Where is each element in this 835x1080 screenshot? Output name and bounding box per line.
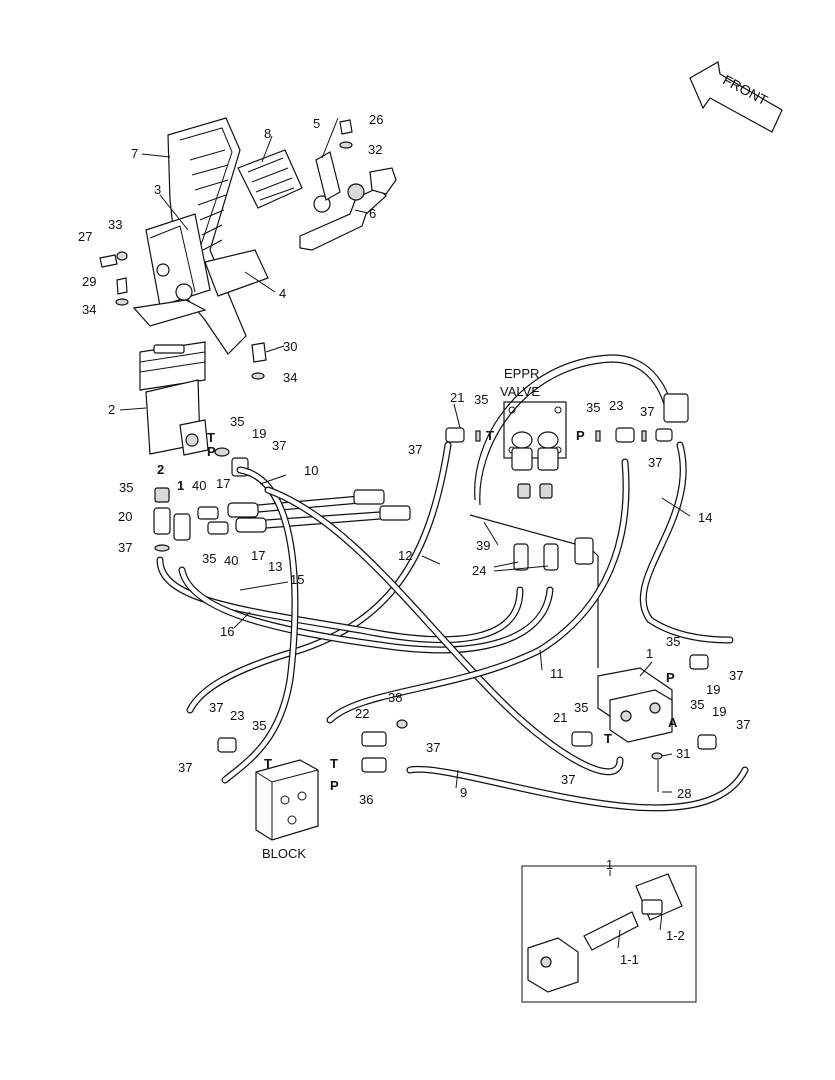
callout: 17 xyxy=(216,476,230,491)
callout: 38 xyxy=(388,690,402,705)
callout: 35 xyxy=(230,414,244,429)
port-letter: T xyxy=(207,430,215,445)
callout: 37 xyxy=(209,700,223,715)
callout: 20 xyxy=(118,509,132,524)
port-letter: 2 xyxy=(157,462,164,477)
callout: 40 xyxy=(192,478,206,493)
callout: 36 xyxy=(359,792,373,807)
callout: 35 xyxy=(586,400,600,415)
hydraulic-block xyxy=(255,759,319,841)
callout: 4 xyxy=(279,286,286,301)
port-letter: P xyxy=(576,428,585,443)
callout: 35 xyxy=(202,551,216,566)
callout: 35 xyxy=(119,480,133,495)
callout: 37 xyxy=(272,438,286,453)
port-letter: T xyxy=(486,428,494,443)
callout: 37 xyxy=(648,455,662,470)
callout: 1 xyxy=(606,857,613,872)
callout: 35 xyxy=(252,718,266,733)
port-letter: A xyxy=(668,715,678,730)
port-letter: P xyxy=(666,670,675,685)
callout: 11 xyxy=(550,666,564,681)
callout: 1 xyxy=(646,646,653,661)
callout: 37 xyxy=(640,404,654,419)
callout: 19 xyxy=(712,704,726,719)
port-letter: T xyxy=(264,756,272,771)
eppr-valve xyxy=(503,401,567,499)
callout: 32 xyxy=(368,142,382,157)
port-letter: T xyxy=(330,756,338,771)
callout: 16 xyxy=(220,624,234,639)
callout: 7 xyxy=(131,146,138,161)
detail-box xyxy=(521,865,697,1003)
callout: 40 xyxy=(224,553,238,568)
callout: 23 xyxy=(609,398,623,413)
callout: 35 xyxy=(690,697,704,712)
callout: 6 xyxy=(369,206,376,221)
callout: 35 xyxy=(666,634,680,649)
callout: 19 xyxy=(252,426,266,441)
top-fittings xyxy=(445,427,673,571)
brake-valve xyxy=(132,213,211,456)
callout: 24 xyxy=(472,563,486,578)
detail-solenoid-parts xyxy=(527,873,683,993)
callout: 23 xyxy=(230,708,244,723)
callout: 35 xyxy=(574,700,588,715)
callout: 5 xyxy=(313,116,320,131)
callout: 9 xyxy=(460,785,467,800)
bolt-parts-left xyxy=(99,251,267,380)
callout: 22 xyxy=(355,706,369,721)
callout: 27 xyxy=(78,229,92,244)
callout: 10 xyxy=(304,463,318,478)
callout: 29 xyxy=(82,274,96,289)
callout: 33 xyxy=(108,217,122,232)
port-letter: 1 xyxy=(177,478,184,493)
callout: 30 xyxy=(283,339,297,354)
callout: 39 xyxy=(476,538,490,553)
callout: 8 xyxy=(264,126,271,141)
callout: 37 xyxy=(729,668,743,683)
callout: 37 xyxy=(426,740,440,755)
front-arrow-icon xyxy=(689,61,783,133)
callout: 15 xyxy=(290,572,304,587)
callout: 37 xyxy=(178,760,192,775)
port-letter: T xyxy=(604,731,612,746)
callout: 2 xyxy=(108,402,115,417)
callout: 19 xyxy=(706,682,720,697)
pedal-pad xyxy=(237,149,303,209)
hoses xyxy=(156,441,749,812)
callout: 37 xyxy=(561,772,575,787)
callout: 34 xyxy=(283,370,297,385)
callout: 31 xyxy=(676,746,690,761)
solenoid-valve xyxy=(571,654,717,792)
leader-lines xyxy=(119,117,691,949)
eppr-harness xyxy=(469,354,689,668)
callout: 21 xyxy=(553,710,567,725)
valve-fittings xyxy=(153,447,267,552)
callout: 12 xyxy=(398,548,412,563)
callout: 17 xyxy=(251,548,265,563)
callout: 21 xyxy=(450,390,464,405)
lower-fittings xyxy=(217,719,408,773)
callout: 37 xyxy=(118,540,132,555)
eppr-label-line2: VALVE xyxy=(500,384,540,399)
pedal-switch-bracket xyxy=(299,119,397,251)
port-letter: P xyxy=(207,444,216,459)
callout: 3 xyxy=(154,182,161,197)
block-label: BLOCK xyxy=(262,846,306,861)
callout: 14 xyxy=(698,510,712,525)
callout: 13 xyxy=(268,559,282,574)
eppr-label-line1: EPPR xyxy=(504,366,539,381)
callout: 26 xyxy=(369,112,383,127)
callout: 35 xyxy=(474,392,488,407)
port-letter: P xyxy=(330,778,339,793)
callout: 1-1 xyxy=(620,952,639,967)
callout: 28 xyxy=(677,786,691,801)
callout: 34 xyxy=(82,302,96,317)
callout: 1-2 xyxy=(666,928,685,943)
callout: 37 xyxy=(408,442,422,457)
callout: 37 xyxy=(736,717,750,732)
